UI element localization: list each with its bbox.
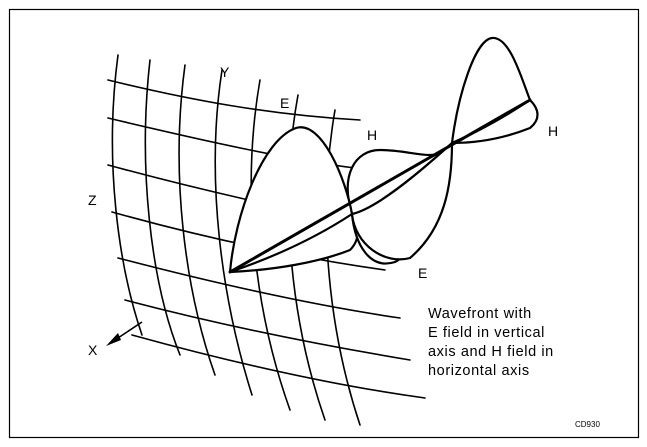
h-field-label-mid: H [367, 127, 377, 143]
figure-frame [8, 8, 640, 439]
propagation-axis [228, 98, 532, 274]
caption-line-4: horizontal axis [428, 363, 530, 379]
x-axis-label: X [88, 342, 98, 358]
caption-line-2: E field in vertical [428, 325, 545, 341]
figure-code: CD930 [575, 420, 600, 429]
caption: Wavefront with E field in vertical axis … [428, 306, 554, 379]
z-axis-label: Z [88, 192, 97, 208]
h-field-label-right: H [548, 123, 558, 139]
e-field-label-top: E [280, 95, 289, 111]
e-field-lobes [228, 36, 532, 274]
caption-line-3: axis and H field in [428, 344, 554, 360]
y-axis-label: Y [220, 64, 230, 80]
caption-line-1: Wavefront with [428, 306, 532, 322]
e-lobe-near [228, 126, 354, 274]
x-direction-arrow [106, 321, 143, 346]
e-lobe-mid [350, 141, 454, 261]
e-field-label-bottom: E [418, 265, 427, 281]
